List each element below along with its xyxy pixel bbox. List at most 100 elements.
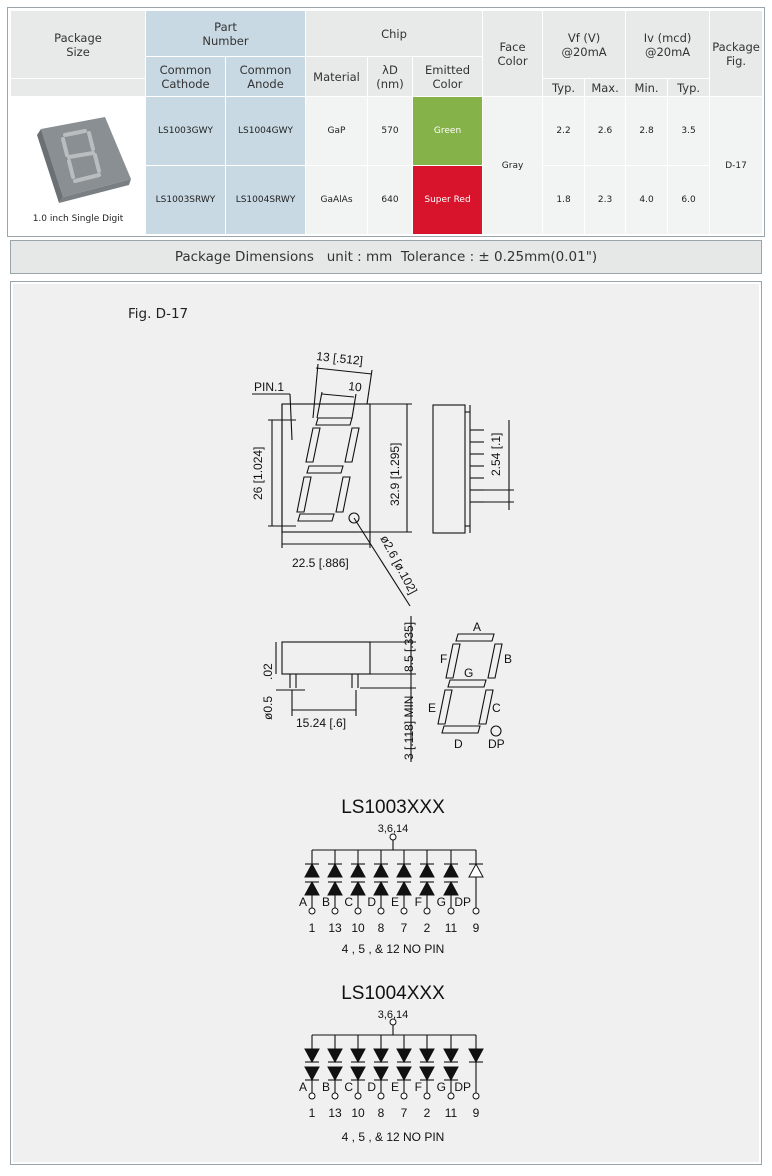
dim-lead-span: 15.24 [.6] (296, 716, 346, 730)
diode-symbol (327, 1048, 343, 1064)
dim-lead-thickness: .02 (261, 663, 275, 680)
diode-symbol (419, 880, 435, 896)
header-material: Material (305, 56, 369, 97)
seg-label-d: D (454, 737, 463, 751)
diode-symbol (350, 1066, 366, 1082)
pin-number: 1 (309, 921, 316, 935)
diode-symbol (350, 862, 366, 878)
header-wavelength: λD (nm) (367, 56, 414, 97)
pin-node (354, 907, 362, 915)
pin-node (447, 907, 455, 915)
segment-label: G (437, 895, 446, 909)
pin-node (423, 907, 431, 915)
diode-symbol (373, 1048, 389, 1064)
front-view-body (281, 403, 371, 533)
pin-number: 1 (309, 1106, 316, 1120)
circuit-ls1004: LS1004XXX 3,6,14 4 , 5 , & 12 NO PIN A1B… (299, 983, 484, 1144)
pin-number: 8 (378, 1106, 385, 1120)
segment-label: C (344, 895, 353, 909)
segment-label: F (415, 1080, 422, 1094)
pin-number: 7 (401, 921, 408, 935)
diode-symbol (304, 862, 320, 878)
figure-label: Fig. D-17 (128, 306, 189, 322)
header-common-cathode: Common Cathode (145, 56, 226, 97)
row1-cathode: LS1003GWY (145, 96, 226, 166)
diode-symbol (396, 862, 412, 878)
row2-wavelength: 640 (367, 165, 414, 235)
segment-label: C (344, 1080, 353, 1094)
row1-wavelength: 570 (367, 96, 414, 166)
pin-node (472, 907, 480, 915)
pin-node (354, 1092, 362, 1100)
pin-node (472, 1092, 480, 1100)
pin-node (377, 907, 385, 915)
row2-vf-typ: 1.8 (542, 165, 586, 235)
pin-number: 8 (378, 921, 385, 935)
row2-anode: LS1004SRWY (224, 165, 307, 235)
diode-symbol (327, 1066, 343, 1082)
common-pin-node (389, 833, 397, 841)
spec-table: Package Size Part Number Chip Face Color… (10, 10, 764, 235)
pin-number: 10 (351, 921, 365, 935)
header-vf: Vf (V) @20mA (542, 10, 627, 79)
pin-node (331, 1092, 339, 1100)
pin-node (423, 1092, 431, 1100)
package-dimensions-bar: Package Dimensions unit : mm Tolerance :… (10, 240, 762, 274)
row1-iv-min: 2.8 (625, 96, 669, 166)
diode-symbol (304, 1048, 320, 1064)
front-view-segments (296, 417, 360, 524)
row2-material: GaAlAs (305, 165, 369, 235)
header-iv: Iv (mcd) @20mA (625, 10, 711, 79)
diode-symbol (304, 1066, 320, 1082)
pin-number: 7 (401, 1106, 408, 1120)
pin-number: 9 (473, 921, 480, 935)
row2-iv-typ: 6.0 (667, 165, 711, 235)
package-fig-value: D-17 (709, 96, 764, 235)
diode-symbol (443, 1066, 459, 1082)
common-pin-node (389, 1018, 397, 1026)
pin-number: 9 (473, 1106, 480, 1120)
pin-node (308, 907, 316, 915)
circuit-note: 4 , 5 , & 12 NO PIN (342, 1130, 445, 1144)
segment-label: DP (454, 895, 471, 909)
pin-number: 11 (445, 921, 458, 935)
display-photo (37, 117, 131, 203)
header-iv-min: Min. (625, 78, 669, 97)
pin-number: 11 (445, 1106, 458, 1120)
diode-symbol (468, 862, 484, 878)
diode-symbol (468, 1048, 484, 1064)
segment-label: DP (454, 1080, 471, 1094)
dim-pin-pitch: 2.54 [.1] (489, 433, 503, 476)
drawing-panel (10, 281, 762, 1165)
side-view-body (432, 404, 466, 534)
row2-color: Super Red (412, 165, 484, 235)
side-view-pins (470, 429, 484, 503)
seg-label-g: G (464, 666, 473, 680)
circuit-ls1003: LS1003XXX 3,6,14 4 , 5 , & 12 NO PIN A1B… (299, 797, 484, 956)
diode-symbol (304, 880, 320, 896)
header-iv-typ: Typ. (667, 78, 711, 97)
segment-label: A (299, 895, 307, 909)
diode-symbol (327, 862, 343, 878)
circuit-title: LS1003XXX (341, 797, 445, 818)
pin-node (377, 1092, 385, 1100)
header-emitted-color: Emitted Color (412, 56, 484, 97)
diode-symbol (373, 862, 389, 878)
segment-label: D (367, 895, 376, 909)
segment-label: B (322, 895, 330, 909)
diode-symbol (419, 862, 435, 878)
row2-iv-min: 4.0 (625, 165, 669, 235)
segment-label: E (391, 895, 399, 909)
row1-color: Green (412, 96, 484, 166)
circuit-common-pins: 3,6,14 (378, 823, 409, 835)
pin-number: 13 (328, 921, 342, 935)
package-image-cell: 1.0 inch Single Digit (10, 96, 146, 235)
pin-node (400, 907, 408, 915)
dim-top-width: 13 [.512] (316, 349, 364, 368)
segment-label: D (367, 1080, 376, 1094)
diode-symbol (350, 1048, 366, 1064)
segment-label: E (391, 1080, 399, 1094)
diode-symbol (443, 862, 459, 878)
segment-label: B (322, 1080, 330, 1094)
dim-lead-length: 3 [.118] MIN (402, 696, 416, 760)
